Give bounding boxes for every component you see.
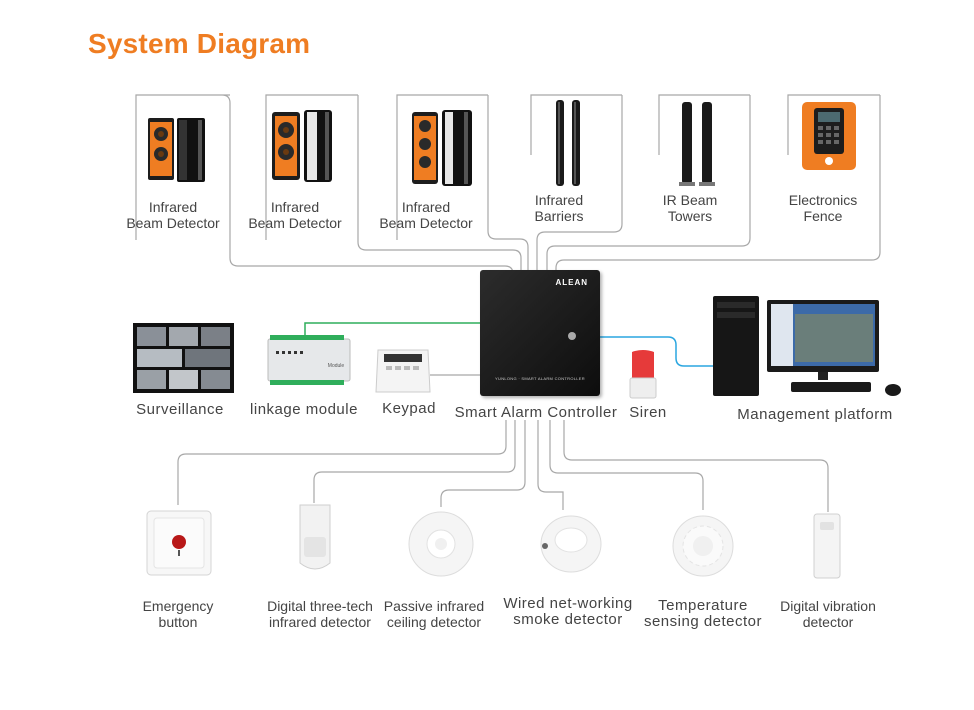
top-label-3: Infrared Beam Detector bbox=[379, 199, 473, 231]
bottom-label-4: Wired net-working smoke detector bbox=[503, 595, 633, 628]
smoke-detector bbox=[540, 515, 602, 573]
keypad-label: Keypad bbox=[382, 400, 436, 417]
top-label-5: IR Beam Towers bbox=[662, 192, 718, 224]
line-platform-blue bbox=[600, 336, 714, 367]
line-bottom-6 bbox=[563, 420, 829, 512]
line-top-1 bbox=[135, 94, 514, 278]
line-bottom-3 bbox=[440, 420, 526, 507]
line-top-4 bbox=[530, 94, 623, 278]
surveillance-monitor bbox=[133, 323, 234, 393]
bottom-label-5: Temperature sensing detector bbox=[643, 597, 763, 630]
smart-alarm-controller: ALEAN YUNLONG · SMART ALARM CONTROLLER bbox=[480, 270, 600, 396]
surveillance-label: Surveillance bbox=[136, 401, 224, 418]
infrared-beam-detector-2 bbox=[272, 110, 332, 182]
controller-brand: ALEAN bbox=[555, 278, 588, 287]
management-label: Management platform bbox=[737, 406, 893, 423]
page-title: System Diagram bbox=[88, 28, 311, 59]
lock-icon bbox=[568, 332, 576, 340]
bottom-label-1: Emergency button bbox=[142, 598, 214, 630]
line-bottom-1 bbox=[177, 420, 507, 505]
linkage-label: linkage module bbox=[250, 401, 358, 418]
siren-device bbox=[629, 350, 657, 399]
infrared-beam-detector-1 bbox=[148, 118, 205, 182]
line-bottom-5 bbox=[549, 420, 704, 510]
infrared-beam-detector-3 bbox=[412, 110, 472, 186]
line-top-2 bbox=[265, 94, 522, 278]
management-platform bbox=[713, 296, 901, 396]
top-label-4: Infrared Barriers bbox=[534, 192, 584, 224]
line-top-5 bbox=[546, 94, 751, 278]
emergency-button-device bbox=[146, 510, 212, 576]
linkage-module: Module bbox=[267, 335, 351, 385]
linkage-badge: Module bbox=[328, 363, 345, 369]
infrared-barriers bbox=[556, 100, 580, 186]
three-tech-detector bbox=[299, 504, 331, 570]
controller-label: Smart Alarm Controller bbox=[454, 404, 618, 421]
top-label-1: Infrared Beam Detector bbox=[126, 199, 220, 231]
controller-model: YUNLONG · SMART ALARM CONTROLLER bbox=[495, 376, 585, 381]
ceiling-detector bbox=[408, 511, 474, 577]
vibration-detector bbox=[813, 513, 841, 579]
line-linkage-green bbox=[304, 322, 480, 338]
line-top-3 bbox=[396, 94, 529, 278]
line-bottom-4 bbox=[537, 420, 564, 510]
temperature-detector bbox=[672, 515, 734, 577]
ir-beam-towers bbox=[679, 102, 715, 186]
bottom-label-2: Digital three-tech infrared detector bbox=[267, 598, 373, 630]
top-label-6: Electronics Fence bbox=[788, 192, 858, 224]
electronics-fence bbox=[802, 102, 856, 170]
keypad-device bbox=[375, 349, 431, 393]
siren-label: Siren bbox=[629, 404, 667, 421]
line-bottom-2 bbox=[313, 420, 516, 503]
bottom-label-3: Passive infrared ceiling detector bbox=[383, 598, 485, 630]
bottom-label-6: Digital vibration detector bbox=[780, 598, 876, 630]
line-top-6 bbox=[555, 94, 881, 278]
top-label-2: Infrared Beam Detector bbox=[248, 199, 342, 231]
